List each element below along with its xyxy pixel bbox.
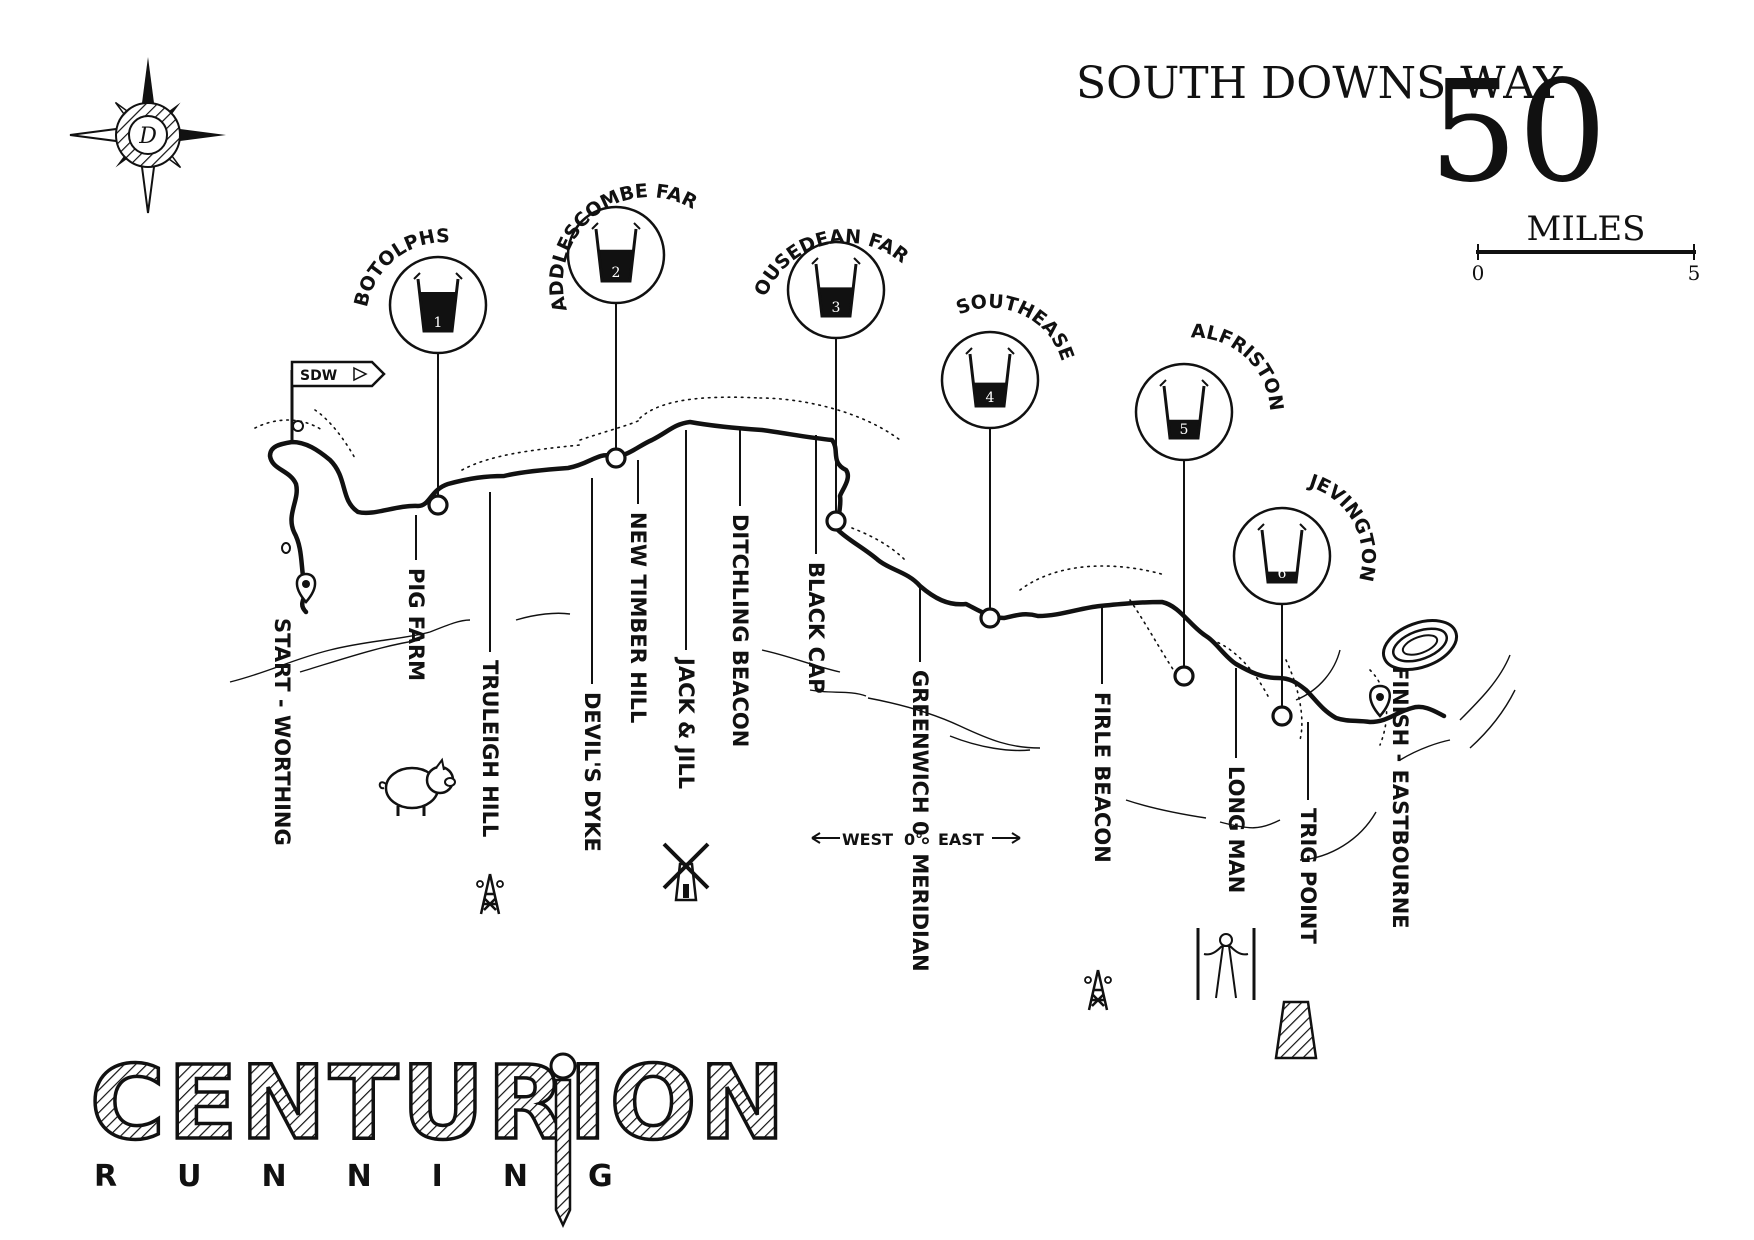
race-distance: 50 [1429,51,1607,214]
aid-station-number: 4 [986,390,995,406]
landmark-long-man: LONG MAN [1224,668,1248,893]
aid-station-number: 6 [1278,566,1287,582]
brand-logo: CENTURION RUNNING [88,1042,788,1228]
landmark-label: START - WORTHING [270,618,294,846]
mast-icon [1084,969,1112,1011]
meridian-east: EAST [938,830,984,849]
distance-unit: MILES [1527,209,1646,249]
landmark-label: DEVIL'S DYKE [580,692,604,852]
brand-sub: RUNNING [94,1159,673,1194]
cup-icon: 4 [965,347,1015,408]
mast-icon [476,873,504,915]
race-title: SOUTH DOWNS WAY [1076,58,1563,109]
hill-shading [254,396,1388,746]
landmark-label: LONG MAN [1224,766,1248,893]
sdw-sign-label: SDW [300,368,337,384]
landmark-label: TRIG POINT [1296,808,1320,944]
scale-bar: 0 5 [1472,244,1701,285]
aid-station-3: 3HOUSEDEAN FARM [0,0,913,512]
landmark-label: TRULEIGH HILL [478,660,502,837]
cup-icon: 1 [413,272,463,333]
landmark-label: FINISH - EASTBOURNE [1388,666,1412,929]
route-nodes [427,447,1293,727]
svg-text:D: D [138,124,157,149]
landmark-label: PIG FARM [404,568,428,681]
landmark-pig-farm: PIG FARM [404,515,428,681]
cup-icon: 5 [1159,379,1209,440]
scale-end: 5 [1688,261,1701,285]
landmark-greenwich-0-meridian: GREENWICH 0° MERIDIAN [908,586,932,972]
landmark-start-worthing: START - WORTHING [270,618,294,846]
landmark-finish-eastbourne: FINISH - EASTBOURNE [1388,666,1412,929]
sword-icon [549,1052,577,1228]
meridian-arrows: WEST 0° EAST [811,830,1021,849]
cup-icon: 6 [1257,523,1307,584]
running-track-icon [1382,619,1458,671]
aid-station-number: 2 [612,265,621,281]
pig-icon [378,757,456,816]
cup-icon: 3 [811,257,861,318]
landmark-trig-point: TRIG POINT [1296,722,1320,944]
windmill-icon [662,842,710,902]
trig-point-icon [1274,1000,1318,1060]
landmark-jack-jill: JACK & JILL [674,430,698,789]
aid-station-number: 1 [434,315,443,331]
finish-pin-icon [1369,684,1391,718]
svg-text:0°: 0° [904,830,923,849]
landmark-black-cap: BLACK CAP [804,435,828,694]
contour-lines [229,612,1516,861]
start-pin-icon [281,542,317,604]
landmark-label: BLACK CAP [804,562,828,694]
aid-station-number: 5 [1180,422,1189,438]
landmark-new-timber-hill: NEW TIMBER HILL [626,460,650,723]
meridian-west: WEST [842,830,893,849]
landmarks: START - WORTHING PIG FARM TRULEIGH HILL DEV… [270,430,1412,972]
scale-start: 0 [1472,261,1485,285]
brand-name: CENTURION [90,1044,788,1163]
race-route [267,419,1447,725]
sdw-signpost: SDW [290,360,386,440]
compass-rose-icon: D [69,57,226,214]
cup-icon: 2 [591,222,641,283]
landmark-devil-s-dyke: DEVIL'S DYKE [580,478,604,852]
landmark-label: FIRLE BEACON [1090,692,1114,863]
landmark-label: GREENWICH 0° MERIDIAN [908,670,932,972]
landmark-ditchling-beacon: DITCHLING BEACON [728,430,752,747]
landmark-label: DITCHLING BEACON [728,514,752,747]
landmark-label: JACK & JILL [674,656,698,789]
landmark-label: NEW TIMBER HILL [626,512,650,723]
landmark-firle-beacon: FIRLE BEACON [1090,604,1114,863]
landmark-truleigh-hill: TRULEIGH HILL [478,492,502,837]
long-man-icon [1196,928,1256,1000]
aid-station-number: 3 [832,300,841,316]
